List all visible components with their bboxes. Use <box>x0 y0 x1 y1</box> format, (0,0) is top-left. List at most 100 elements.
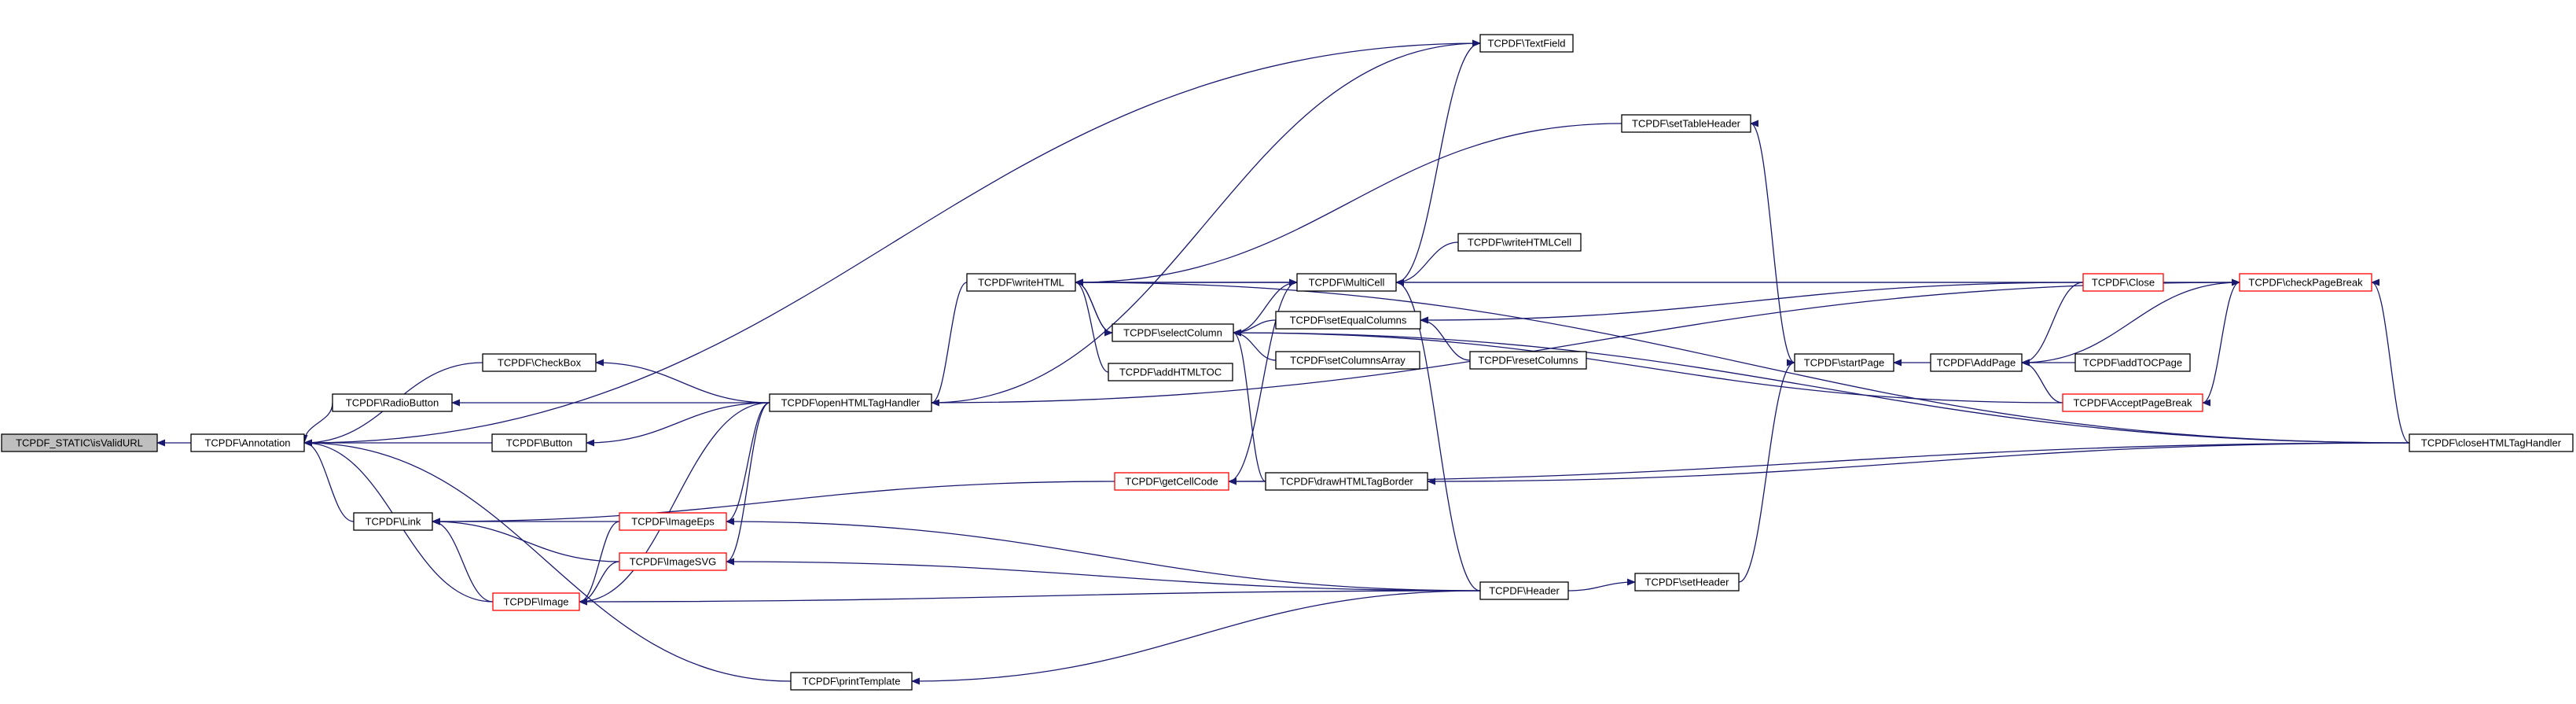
node-Close[interactable]: TCPDF\Close <box>2082 273 2164 292</box>
edge-getCellCode-to-MultiCell <box>1228 278 1298 482</box>
node-selectColumn[interactable]: TCPDF\selectColumn <box>1112 323 1234 342</box>
edge-arrow <box>1233 329 2410 444</box>
edge-arrow <box>726 402 770 525</box>
node-drawHTMLTagBorder[interactable]: TCPDF\drawHTMLTagBorder <box>1265 472 1428 491</box>
node-box[interactable] <box>1275 351 1420 370</box>
node-ImageEps[interactable]: TCPDF\ImageEps <box>619 512 727 531</box>
edge-arrow <box>1420 282 2084 324</box>
node-Header[interactable]: TCPDF\Header <box>1479 581 1569 600</box>
node-box[interactable] <box>2409 433 2574 452</box>
node-label: TCPDF\ImageEps <box>631 516 715 528</box>
node-Annotation[interactable]: TCPDF\Annotation <box>190 433 305 452</box>
node-box[interactable] <box>1479 34 1574 53</box>
edge-arrow <box>726 558 1481 592</box>
node-box[interactable] <box>2239 273 2372 292</box>
node-CheckBox[interactable]: TCPDF\CheckBox <box>482 353 597 372</box>
edge-openHTMLTagHandler-to-CheckBox <box>595 359 770 404</box>
edge-arrow <box>726 518 1481 592</box>
node-resetColumns[interactable]: TCPDF\resetColumns <box>1469 351 1587 370</box>
edge-Header-to-setHeader <box>1567 578 1636 592</box>
node-MultiCell[interactable]: TCPDF\MultiCell <box>1296 273 1397 292</box>
edge-arrow <box>1567 578 1636 592</box>
node-box[interactable] <box>353 512 433 531</box>
node-closeHTMLTagHandler[interactable]: TCPDF\closeHTMLTagHandler <box>2409 433 2574 452</box>
edge-openHTMLTagHandler-to-ImageEps <box>726 402 770 525</box>
edge-getCellCode-to-Link <box>432 481 1115 525</box>
edge-arrow <box>2021 359 2063 404</box>
node-box[interactable] <box>2082 273 2164 292</box>
node-box[interactable] <box>769 393 932 412</box>
node-box[interactable] <box>492 592 580 611</box>
node-RadioButton[interactable]: TCPDF\RadioButton <box>332 393 453 412</box>
edge-closeHTMLTagHandler-to-checkPageBreak <box>2371 278 2410 444</box>
edge-closeHTMLTagHandler-to-drawHTMLTagBorder <box>1427 442 2410 485</box>
node-box[interactable] <box>1296 273 1397 292</box>
node-box[interactable] <box>1634 573 1740 592</box>
node-box[interactable] <box>1457 233 1582 252</box>
node-setEqualColumns[interactable]: TCPDF\setEqualColumns <box>1275 311 1421 330</box>
node-box[interactable] <box>1112 323 1234 342</box>
node-isValidURL[interactable]: TCPDF_STATIC\isValidURL <box>1 433 158 452</box>
node-setColumnsArray[interactable]: TCPDF\setColumnsArray <box>1275 351 1420 370</box>
node-box[interactable] <box>1479 581 1569 600</box>
node-AcceptPageBreak[interactable]: TCPDF\AcceptPageBreak <box>2062 393 2203 412</box>
edge-MultiCell-to-TextField <box>1395 39 1481 283</box>
node-label: TCPDF\setEqualColumns <box>1290 315 1407 326</box>
node-getCellCode[interactable]: TCPDF\getCellCode <box>1114 472 1229 491</box>
edge-arrow <box>1233 329 1266 482</box>
node-box[interactable] <box>1794 353 1894 372</box>
node-Image[interactable]: TCPDF\Image <box>492 592 580 611</box>
node-label: TCPDF\Link <box>366 516 421 528</box>
node-box[interactable] <box>2062 393 2203 412</box>
node-Link[interactable]: TCPDF\Link <box>353 512 433 531</box>
node-AddPage[interactable]: TCPDF\AddPage <box>1930 353 2023 372</box>
node-printTemplate[interactable]: TCPDF\printTemplate <box>790 672 913 691</box>
edge-Header-to-MultiCell <box>1395 278 1481 592</box>
node-box[interactable] <box>1114 472 1229 491</box>
edge-arrow <box>595 359 770 404</box>
node-box[interactable] <box>1265 472 1428 491</box>
edge-closeHTMLTagHandler-to-selectColumn <box>1233 329 2410 444</box>
node-box[interactable] <box>1621 114 1751 133</box>
node-checkPageBreak[interactable]: TCPDF\checkPageBreak <box>2239 273 2372 292</box>
node-box[interactable] <box>1108 363 1233 381</box>
node-box[interactable] <box>482 353 597 372</box>
node-box[interactable] <box>619 512 727 531</box>
node-box[interactable] <box>1930 353 2023 372</box>
node-TextField[interactable]: TCPDF\TextField <box>1479 34 1574 53</box>
edge-addHTMLTOC-to-writeHTML <box>1075 278 1109 373</box>
node-writeHTML[interactable]: TCPDF\writeHTML <box>966 273 1076 292</box>
node-label: TCPDF\setTableHeader <box>1632 118 1741 130</box>
node-writeHTMLCell[interactable]: TCPDF\writeHTMLCell <box>1457 233 1582 252</box>
edge-startPage-to-setTableHeader <box>1750 120 1795 363</box>
edge-MultiCell-to-selectColumn <box>1233 282 1298 337</box>
node-openHTMLTagHandler[interactable]: TCPDF\openHTMLTagHandler <box>769 393 932 412</box>
node-box[interactable] <box>619 552 727 571</box>
node-box[interactable] <box>1469 351 1587 370</box>
node-box[interactable] <box>790 672 913 691</box>
node-setHeader[interactable]: TCPDF\setHeader <box>1634 573 1740 592</box>
edge-arrow <box>303 439 355 522</box>
node-label: TCPDF\Annotation <box>204 437 290 449</box>
node-box[interactable] <box>491 433 587 452</box>
node-label: TCPDF\openHTMLTagHandler <box>781 397 921 409</box>
node-label: TCPDF\CheckBox <box>498 357 582 369</box>
node-box[interactable] <box>966 273 1076 292</box>
node-addTOCPage[interactable]: TCPDF\addTOCPage <box>2074 353 2191 372</box>
node-startPage[interactable]: TCPDF\startPage <box>1794 353 1894 372</box>
node-box[interactable] <box>1 433 158 452</box>
node-box[interactable] <box>190 433 305 452</box>
edge-writeHTML-to-selectColumn <box>1075 282 1113 337</box>
node-Button[interactable]: TCPDF\Button <box>491 433 587 452</box>
node-box[interactable] <box>2074 353 2191 372</box>
node-label: TCPDF\selectColumn <box>1123 327 1222 339</box>
edge-printTemplate-to-Annotation <box>303 439 792 682</box>
node-box[interactable] <box>332 393 453 412</box>
node-setTableHeader[interactable]: TCPDF\setTableHeader <box>1621 114 1751 133</box>
edge-Header-to-Image <box>579 590 1481 606</box>
node-ImageSVG[interactable]: TCPDF\ImageSVG <box>619 552 727 571</box>
node-addHTMLTOC[interactable]: TCPDF\addHTMLTOC <box>1108 363 1233 381</box>
edge-arrow <box>2371 278 2410 444</box>
node-box[interactable] <box>1275 311 1421 330</box>
